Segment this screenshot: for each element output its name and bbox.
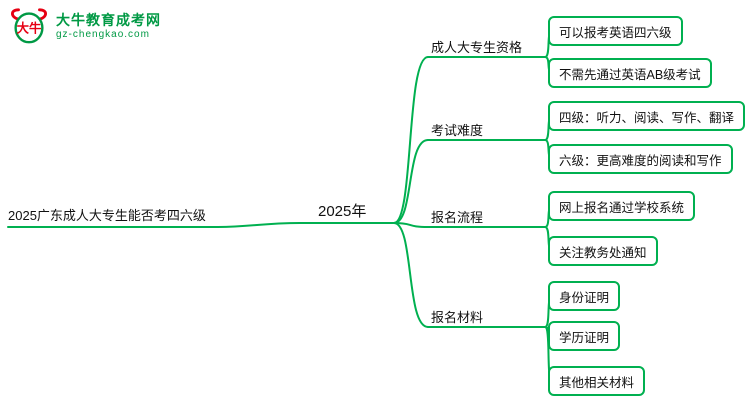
branch-label-materials: 报名材料 bbox=[431, 310, 484, 325]
connector-root-year bbox=[7, 222, 395, 228]
connector-year-branch3 bbox=[393, 222, 429, 228]
connector-year-branch2 bbox=[393, 139, 429, 224]
leaf-node: 其他相关材料 bbox=[548, 366, 646, 396]
leaf-node: 不需先通过英语AB级考试 bbox=[548, 58, 712, 88]
leaf-node: 四级：听力、阅读、写作、翻译 bbox=[548, 101, 746, 131]
logo-text-block: 大牛教育成考网 gz-chengkao.com bbox=[56, 11, 161, 41]
leaf-node: 学历证明 bbox=[548, 321, 621, 351]
branch-label-difficulty: 考试难度 bbox=[431, 123, 484, 138]
branch-label-process: 报名流程 bbox=[431, 210, 484, 225]
svg-text:大牛: 大牛 bbox=[17, 21, 42, 36]
logo-title: 大牛教育成考网 bbox=[56, 12, 161, 28]
leaf-node: 身份证明 bbox=[548, 281, 621, 311]
leaf-node: 网上报名通过学校系统 bbox=[548, 191, 696, 221]
leaf-node: 可以报考英语四六级 bbox=[548, 16, 683, 46]
logo-url: gz-chengkao.com bbox=[56, 29, 150, 40]
branch-label-qualification: 成人大专生资格 bbox=[431, 40, 523, 55]
leaf-node: 关注教务处通知 bbox=[548, 236, 658, 266]
bull-logo-icon: 大牛 bbox=[11, 8, 47, 44]
year-node: 2025年 bbox=[318, 203, 367, 220]
connector-year-branch4 bbox=[393, 222, 429, 328]
connector-year-branch1 bbox=[393, 56, 429, 224]
site-logo[interactable]: 大牛 大牛教育成考网 gz-chengkao.com bbox=[8, 6, 161, 46]
leaf-node: 六级：更高难度的阅读和写作 bbox=[548, 144, 733, 174]
root-node: 2025广东成人大专生能否考四六级 bbox=[8, 208, 206, 223]
